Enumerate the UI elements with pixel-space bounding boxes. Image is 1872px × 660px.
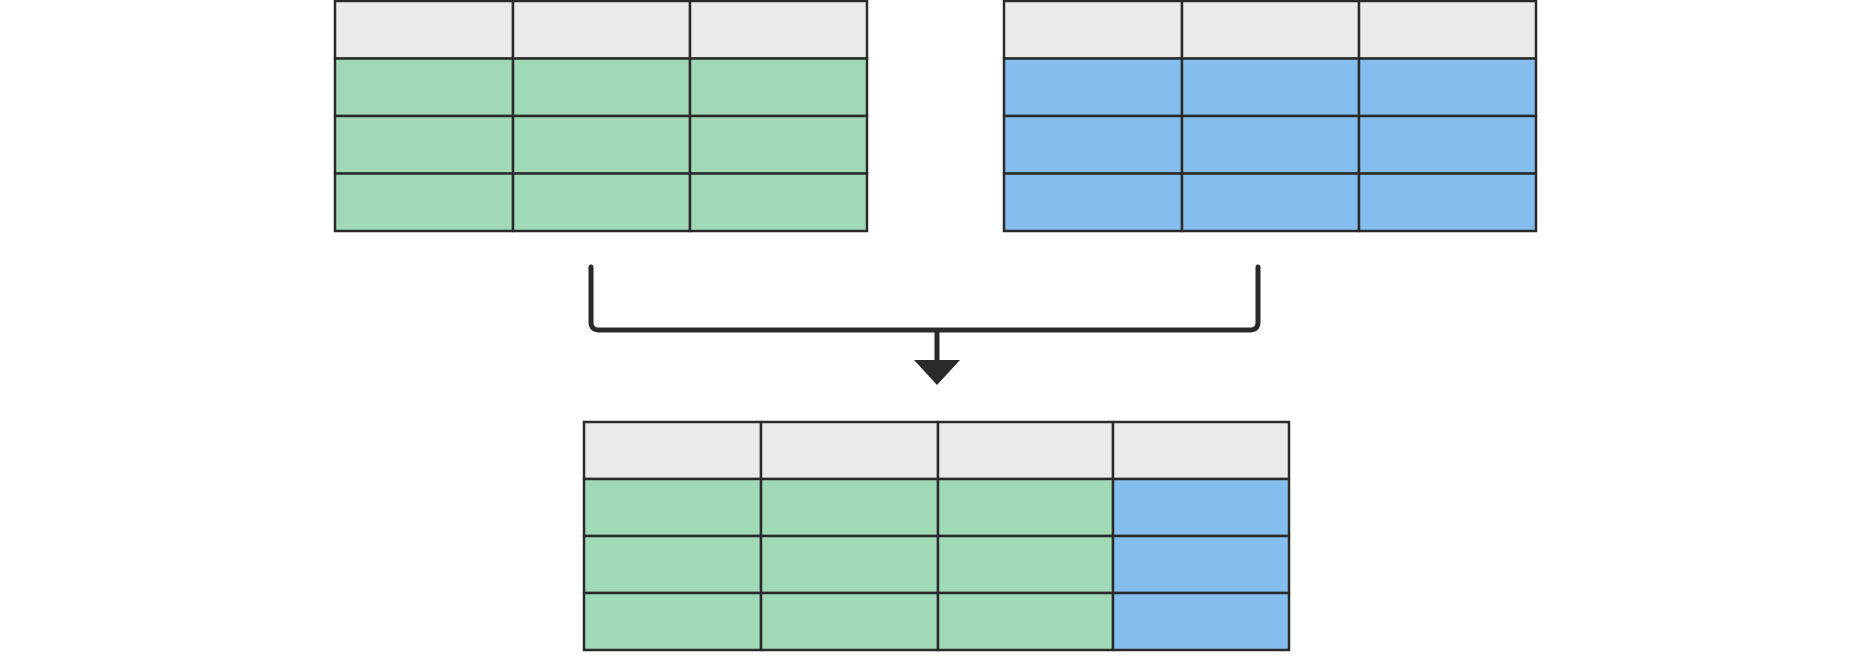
right-table-cell	[1357, 57, 1538, 118]
merged-table-header-cell	[1111, 420, 1291, 481]
left-table-cell	[688, 57, 869, 118]
merged-table-cell	[936, 477, 1115, 538]
merged-table-cell	[759, 534, 940, 595]
right-table-header-cell	[1180, 0, 1361, 60]
merged-table-cell	[936, 534, 1115, 595]
right-table-cell	[1357, 114, 1538, 175]
merged-table-header-cell	[582, 420, 763, 481]
left-table-header-cell	[511, 0, 692, 60]
right-table-cell	[1002, 57, 1184, 118]
left-table-header-cell	[333, 0, 515, 60]
merged-table-cell	[582, 477, 763, 538]
left-table-cell	[333, 57, 515, 118]
right-table-cell	[1180, 172, 1361, 233]
merged-table-cell	[582, 534, 763, 595]
merged-table-header-cell	[759, 420, 940, 481]
merge-connector-line	[588, 264, 1261, 333]
arrow-down-icon	[914, 360, 960, 385]
left-table-cell	[511, 114, 692, 175]
merged-table-cell	[759, 477, 940, 538]
right-input-table	[1002, 0, 1538, 233]
left-table-cell	[688, 114, 869, 175]
left-table-cell	[511, 57, 692, 118]
right-table-header-cell	[1002, 0, 1184, 60]
merged-output-table	[582, 420, 1291, 652]
right-table-cell	[1002, 172, 1184, 233]
merge-connector	[588, 264, 1261, 385]
left-table-cell	[333, 114, 515, 175]
right-table-cell	[1180, 57, 1361, 118]
merged-table-header-cell	[936, 420, 1115, 481]
merged-table-cell	[936, 591, 1115, 652]
right-table-header-cell	[1357, 0, 1538, 60]
right-table-cell	[1357, 172, 1538, 233]
merged-table-cell	[582, 591, 763, 652]
left-table-header-cell	[688, 0, 869, 60]
left-table-cell	[688, 172, 869, 233]
merged-table-cell	[759, 591, 940, 652]
right-table-cell	[1180, 114, 1361, 175]
merged-table-cell	[1111, 534, 1291, 595]
merged-table-cell	[1111, 591, 1291, 652]
left-input-table	[333, 0, 869, 233]
right-table-cell	[1002, 114, 1184, 175]
merged-table-cell	[1111, 477, 1291, 538]
left-table-cell	[333, 172, 515, 233]
left-table-cell	[511, 172, 692, 233]
